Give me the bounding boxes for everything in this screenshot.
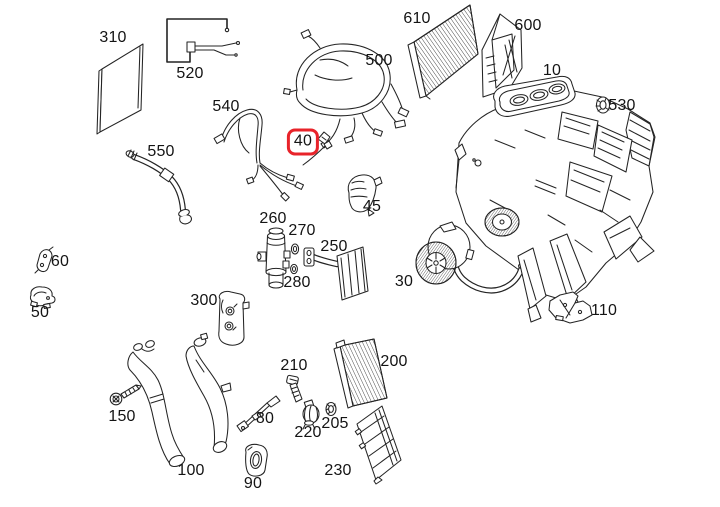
callout-150[interactable]: 150 xyxy=(108,408,136,425)
part-150-drawing xyxy=(109,384,142,406)
part-250-drawing xyxy=(303,246,369,301)
part-280-drawing xyxy=(290,263,298,275)
callout-50[interactable]: 50 xyxy=(30,304,50,321)
callout-200[interactable]: 200 xyxy=(380,353,408,370)
callout-210[interactable]: 210 xyxy=(280,357,308,374)
callout-80[interactable]: 80 xyxy=(255,410,275,427)
part-110-drawing xyxy=(548,291,593,324)
callout-270[interactable]: 270 xyxy=(288,222,316,239)
callout-10[interactable]: 10 xyxy=(542,62,562,79)
part-260-drawing xyxy=(256,227,291,289)
callout-220[interactable]: 220 xyxy=(294,424,322,441)
part-200-drawing xyxy=(333,338,388,409)
part-50-drawing xyxy=(29,286,56,310)
callout-550[interactable]: 550 xyxy=(147,143,175,160)
callout-300[interactable]: 300 xyxy=(190,292,218,309)
callout-205[interactable]: 205 xyxy=(321,415,349,432)
part-220-drawing xyxy=(302,399,320,430)
part-310-drawing xyxy=(96,43,144,135)
callout-280[interactable]: 280 xyxy=(283,274,311,291)
part-600-drawing xyxy=(481,13,523,98)
part-540-drawing xyxy=(213,108,304,202)
part-90-drawing xyxy=(245,443,268,477)
callout-520[interactable]: 520 xyxy=(176,65,204,82)
part-60-drawing xyxy=(34,246,54,274)
callout-45[interactable]: 45 xyxy=(362,198,382,215)
callout-260[interactable]: 260 xyxy=(259,210,287,227)
callout-310[interactable]: 310 xyxy=(99,29,127,46)
part-210-drawing xyxy=(286,374,303,403)
callout-110[interactable]: 110 xyxy=(590,302,618,319)
callout-100[interactable]: 100 xyxy=(177,462,205,479)
part-30-drawing xyxy=(415,221,475,285)
callout-250[interactable]: 250 xyxy=(320,238,348,255)
callout-60[interactable]: 60 xyxy=(50,253,70,270)
callout-610[interactable]: 610 xyxy=(403,10,431,27)
part-610-drawing xyxy=(407,4,479,100)
part-100-drawing xyxy=(127,332,232,468)
callout-600[interactable]: 600 xyxy=(514,17,542,34)
callout-40-highlighted[interactable]: 40 xyxy=(286,128,320,156)
callout-500[interactable]: 500 xyxy=(365,52,393,69)
part-270-drawing xyxy=(290,243,300,255)
callout-230[interactable]: 230 xyxy=(324,462,352,479)
part-80-drawing xyxy=(236,395,281,433)
part-550-drawing xyxy=(125,149,192,225)
part-45-drawing xyxy=(347,174,383,217)
part-205-drawing xyxy=(325,401,337,417)
part-10-drawing xyxy=(451,75,656,323)
part-300-drawing xyxy=(218,290,250,346)
part-530-drawing xyxy=(595,96,611,114)
callout-90[interactable]: 90 xyxy=(243,475,263,492)
callout-30[interactable]: 30 xyxy=(394,273,414,290)
callout-540[interactable]: 540 xyxy=(212,98,240,115)
part-520-drawing xyxy=(166,18,241,63)
part-40-drawing xyxy=(317,131,333,150)
part-230-drawing xyxy=(354,405,402,485)
callout-530[interactable]: 530 xyxy=(608,97,636,114)
